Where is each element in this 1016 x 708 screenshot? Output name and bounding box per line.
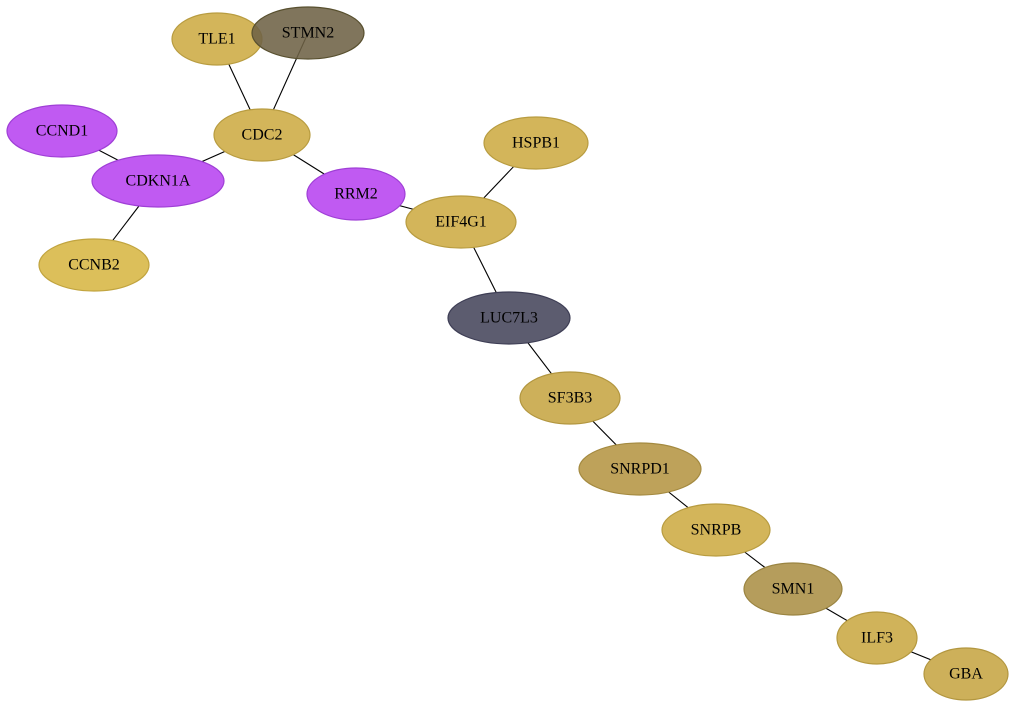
node-tle1[interactable]: TLE1 [171, 12, 263, 66]
node-label: LUC7L3 [480, 310, 538, 327]
node-label: ILF3 [861, 630, 893, 647]
node-ellipse[interactable] [213, 108, 311, 162]
node-ellipse[interactable] [306, 167, 406, 221]
node-ellipse[interactable] [483, 116, 589, 170]
node-smn1[interactable]: SMN1 [743, 562, 843, 616]
node-ccnb2[interactable]: CCNB2 [38, 238, 150, 292]
node-rrm2[interactable]: RRM2 [306, 167, 406, 221]
node-label: HSPB1 [512, 135, 560, 152]
node-ellipse[interactable] [519, 371, 621, 425]
node-cdkn1a[interactable]: CDKN1A [91, 154, 225, 208]
node-cdc2[interactable]: CDC2 [213, 108, 311, 162]
node-ellipse[interactable] [578, 442, 702, 496]
node-ellipse[interactable] [91, 154, 225, 208]
node-label: EIF4G1 [435, 214, 487, 231]
node-label: TLE1 [198, 31, 235, 48]
node-label: SNRPD1 [610, 461, 670, 478]
node-ellipse[interactable] [661, 503, 771, 557]
node-label: SNRPB [691, 522, 742, 539]
node-ilf3[interactable]: ILF3 [836, 611, 918, 665]
node-label: CCNB2 [68, 257, 120, 274]
node-ellipse[interactable] [923, 647, 1009, 701]
node-label: CDKN1A [126, 173, 191, 190]
node-stmn2[interactable]: STMN2 [251, 6, 365, 60]
node-ellipse[interactable] [405, 195, 517, 249]
node-label: GBA [949, 666, 983, 683]
node-ccnd1[interactable]: CCND1 [6, 104, 118, 158]
node-luc7l3[interactable]: LUC7L3 [447, 291, 571, 345]
node-ellipse[interactable] [6, 104, 118, 158]
node-ellipse[interactable] [836, 611, 918, 665]
node-gba[interactable]: GBA [923, 647, 1009, 701]
node-label: SMN1 [772, 581, 815, 598]
node-snrpd1[interactable]: SNRPD1 [578, 442, 702, 496]
node-snrpb[interactable]: SNRPB [661, 503, 771, 557]
node-ellipse[interactable] [743, 562, 843, 616]
node-label: CCND1 [36, 123, 88, 140]
node-ellipse[interactable] [251, 6, 365, 60]
node-ellipse[interactable] [38, 238, 150, 292]
node-sf3b3[interactable]: SF3B3 [519, 371, 621, 425]
node-hspb1[interactable]: HSPB1 [483, 116, 589, 170]
node-label: CDC2 [242, 127, 283, 144]
node-label: RRM2 [334, 186, 378, 203]
node-label: STMN2 [282, 25, 334, 42]
node-label: SF3B3 [548, 390, 592, 407]
node-ellipse[interactable] [447, 291, 571, 345]
node-eif4g1[interactable]: EIF4G1 [405, 195, 517, 249]
